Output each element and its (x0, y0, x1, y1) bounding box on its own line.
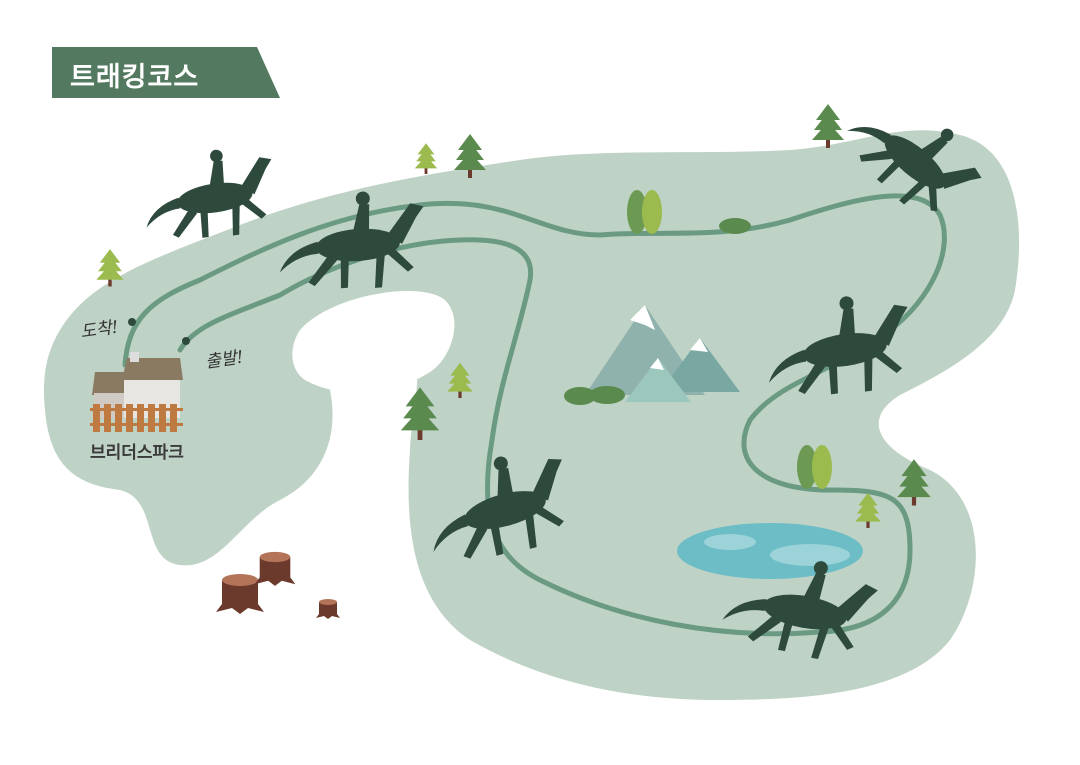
departure-point (182, 337, 190, 345)
park-name-label: 브리더스파크 (90, 443, 184, 463)
arrival-label: 도착! (79, 317, 120, 343)
house-icon (90, 352, 183, 432)
departure-label: 출발! (204, 347, 245, 373)
cypress-trees (627, 190, 832, 489)
page-title: 트래킹코스 (70, 62, 200, 93)
stump-icon (216, 551, 340, 619)
inlet (292, 291, 455, 393)
mountain-icon (585, 305, 740, 402)
title-banner: 트래킹코스 (52, 47, 280, 98)
bush-icon (564, 218, 751, 405)
arrival-point (128, 318, 136, 326)
lake-icon (677, 523, 863, 579)
trail-path (122, 193, 947, 637)
